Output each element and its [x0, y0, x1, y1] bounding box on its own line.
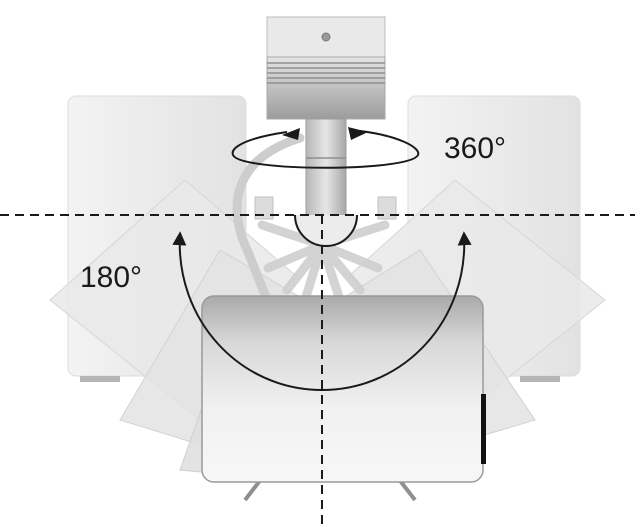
mount-vent-grooves: [267, 62, 385, 84]
rotation-360-label: 360°: [444, 132, 506, 165]
ceiling-mount-top: [266, 16, 386, 58]
ceiling-mount-body: [266, 56, 386, 120]
rotation-360-arrow: [231, 127, 420, 169]
light-head-side-strip: [481, 394, 486, 464]
tilt-180-label: 180°: [80, 261, 142, 294]
yoke-block-left: [254, 196, 274, 220]
mount-screw-icon: [321, 32, 331, 42]
ghost-base-strip-left: [80, 376, 120, 382]
tilt-180-arrow: [172, 231, 472, 392]
yoke-block-right: [377, 196, 397, 220]
ghost-base-strip-right: [520, 376, 560, 382]
